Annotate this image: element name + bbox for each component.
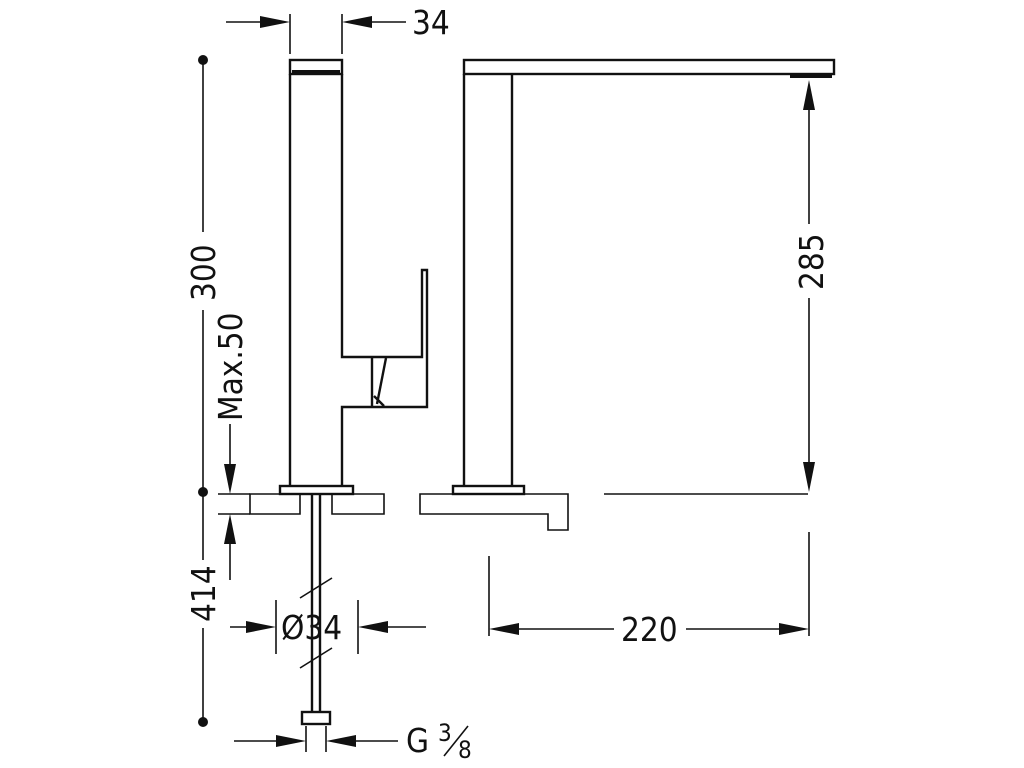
dimension-connection-thread: G 3 8 bbox=[234, 719, 472, 764]
front-view bbox=[419, 58, 836, 531]
dimension-spout-reach: 220 bbox=[488, 532, 810, 649]
front-counter bbox=[419, 493, 569, 531]
connection-fraction-bottom: 8 bbox=[458, 736, 472, 764]
dimension-spout-width: 34 bbox=[226, 3, 450, 54]
side-counter-left bbox=[249, 493, 301, 515]
dimension-tail-length: 414 bbox=[184, 496, 223, 727]
spout-width-label: 34 bbox=[412, 3, 450, 42]
total-height-label: 300 bbox=[184, 244, 223, 301]
side-body-outline bbox=[288, 74, 429, 486]
spout-reach-label: 220 bbox=[621, 610, 678, 649]
dimension-spout-height: 285 bbox=[792, 80, 831, 492]
spout-height-label: 285 bbox=[792, 233, 831, 290]
connection-g-label: G bbox=[406, 721, 429, 760]
side-connector-nut bbox=[300, 710, 332, 726]
dimension-total-height: 300 bbox=[184, 55, 223, 497]
dimension-max-thickness: Max.50 bbox=[211, 312, 250, 580]
side-view bbox=[249, 58, 429, 726]
connection-fraction-top: 3 bbox=[438, 719, 452, 747]
max-thickness-label: Max.50 bbox=[211, 312, 250, 421]
side-counter-right bbox=[331, 493, 385, 515]
front-spout-arm bbox=[462, 58, 836, 76]
tail-length-label: 414 bbox=[184, 565, 223, 622]
side-base-flange bbox=[278, 484, 355, 496]
hole-diameter-label: Ø34 bbox=[281, 608, 342, 647]
front-base-flange bbox=[451, 484, 526, 496]
dimension-hole-diameter: Ø34 bbox=[230, 600, 426, 654]
